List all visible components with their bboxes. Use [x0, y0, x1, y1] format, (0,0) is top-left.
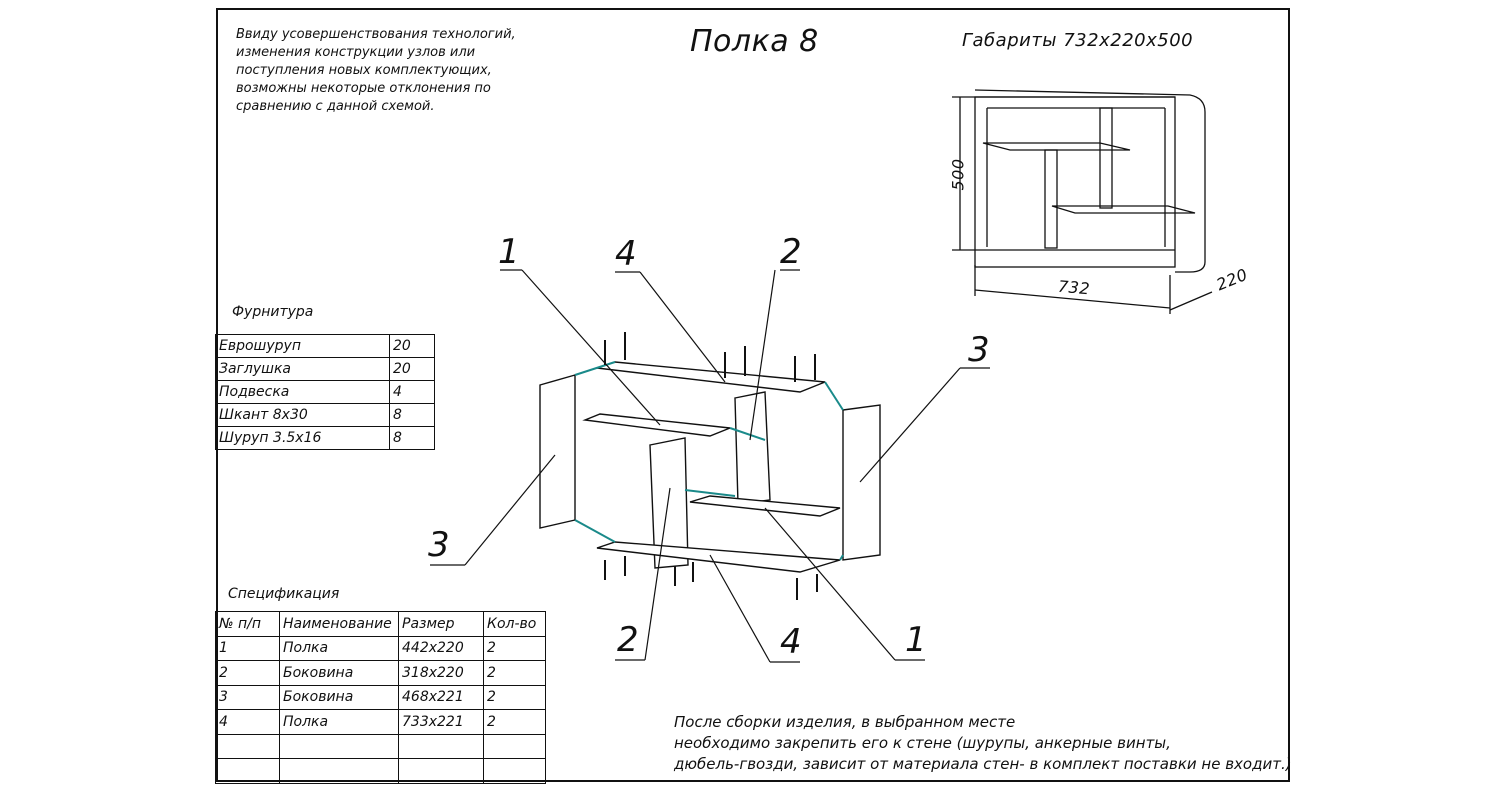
cell: [398, 733, 484, 759]
col-header-qty: Кол-во: [483, 611, 546, 637]
hardware-qty: 20: [389, 357, 435, 381]
callout-4-top: 4: [615, 234, 637, 274]
assembled-view: [952, 89, 1213, 314]
cell: [279, 758, 399, 784]
cell: Полка: [279, 635, 399, 661]
depth-dim-line: [1169, 291, 1213, 311]
hardware-qty: 8: [389, 426, 435, 450]
cell: Боковина: [279, 660, 399, 686]
callout-3-right: 3: [968, 330, 990, 370]
callout-2-top: 2: [780, 232, 802, 272]
table-row: [215, 758, 546, 784]
upper-shelf: [982, 142, 1131, 151]
table-header-row: № п/п Наименование Размер Кол-во: [215, 611, 546, 637]
cell: 2: [483, 709, 546, 735]
back-edge: [974, 89, 1206, 273]
vertical-divider-left: [1044, 149, 1058, 249]
connector-lines: [574, 361, 844, 561]
lower-inner-shelf: [689, 495, 841, 517]
callout-1-bottom: 1: [905, 620, 927, 660]
outer-frame: [974, 96, 1176, 268]
hardware-qty: 4: [389, 380, 435, 404]
bottom-shelf: [596, 541, 841, 573]
cell: 3: [215, 684, 280, 710]
cell: 2: [483, 684, 546, 710]
cell: [398, 758, 484, 784]
left-divider: [649, 437, 689, 569]
disclaimer-note: Ввиду усовершенствования технологий, изм…: [236, 27, 516, 114]
width-dimension: 732: [1057, 276, 1091, 299]
callout-4-bottom: 4: [780, 622, 802, 662]
col-header-name: Наименование: [279, 611, 399, 637]
cell: Полка: [279, 709, 399, 735]
cell: 318x220: [398, 660, 484, 686]
hardware-name: Заглушка: [215, 357, 390, 381]
cell: Боковина: [279, 684, 399, 710]
exploded-view: [539, 361, 881, 573]
callout-3-left: 3: [428, 525, 450, 565]
hardware-caption: Фурнитура: [232, 304, 314, 320]
cell: 442x220: [398, 635, 484, 661]
upper-inner-shelf: [582, 413, 731, 437]
cell: [215, 733, 280, 759]
left-side-panel: [539, 374, 576, 529]
fasteners: [604, 332, 818, 600]
leader-lines: [430, 269, 990, 663]
cell: 468x221: [398, 684, 484, 710]
cell: [279, 733, 399, 759]
cell: [483, 733, 546, 759]
table-row: [215, 733, 546, 759]
cell: [483, 758, 546, 784]
hardware-qty: 8: [389, 403, 435, 427]
cell: 4: [215, 709, 280, 735]
hardware-name: Шуруп 3.5x16: [215, 426, 390, 450]
col-header-size: Размер: [398, 611, 484, 637]
overall-dimensions: Габариты 732x220x500: [962, 30, 1194, 51]
right-side-panel: [842, 404, 881, 561]
vertical-divider-right: [1099, 107, 1113, 209]
cell: 733x221: [398, 709, 484, 735]
mounting-note: После сборки изделия, в выбранном месте …: [674, 713, 1292, 773]
hardware-name: Подвеска: [215, 380, 390, 404]
drawing-title: Полка 8: [690, 24, 819, 59]
callout-1-top: 1: [498, 232, 520, 272]
width-dim-line: [974, 289, 1171, 309]
cell: 2: [215, 660, 280, 686]
callout-2-bottom: 2: [617, 620, 639, 660]
right-divider: [734, 391, 771, 505]
cell: 1: [215, 635, 280, 661]
hardware-qty: 20: [389, 334, 435, 358]
cell: 2: [483, 635, 546, 661]
cell: [215, 758, 280, 784]
hardware-name: Шкант 8x30: [215, 403, 390, 427]
lower-shelf: [1051, 205, 1196, 214]
height-dimension: 500: [948, 158, 968, 191]
col-header-number: № п/п: [215, 611, 280, 637]
spec-caption: Спецификация: [228, 586, 340, 602]
top-shelf: [596, 361, 826, 393]
cell: 2: [483, 660, 546, 686]
hardware-name: Еврошуруп: [215, 334, 390, 358]
